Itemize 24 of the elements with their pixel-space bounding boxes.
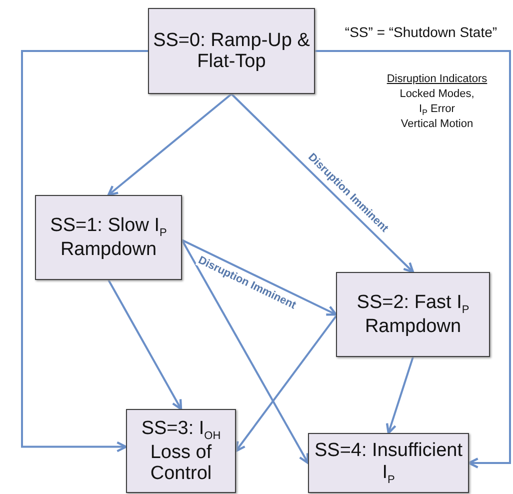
state-box xyxy=(126,409,236,493)
arrow xyxy=(386,356,414,434)
state-box xyxy=(308,433,469,493)
state-label: SS=3: I$_{OH}$ Loss of Control xyxy=(140,418,222,484)
state-box xyxy=(148,8,315,94)
arrow xyxy=(108,280,182,410)
state-label: SS=0: Ramp-Up & Flat-Top xyxy=(152,30,311,72)
indicator-text: I$_{P}$ Error xyxy=(419,103,455,118)
arrow xyxy=(107,93,232,196)
arrow xyxy=(234,316,337,452)
arrow xyxy=(21,50,148,452)
indicator-text: Locked Modes, xyxy=(400,88,474,100)
state-label: SS=2: Fast I$_{P}$ Rampdown xyxy=(356,292,470,338)
arrow xyxy=(230,93,414,274)
state-box xyxy=(35,195,182,280)
indicator-text: Vertical Motion xyxy=(400,118,474,130)
arrow xyxy=(315,50,511,468)
arrow xyxy=(181,240,310,464)
state-label: SS=1: Slow I$_{P}$ Rampdown xyxy=(49,214,168,260)
key-note: “SS” = “Shutdown State” xyxy=(344,24,498,40)
state-label: SS=4: Insufficient I$_{P}$ xyxy=(313,440,464,486)
state-box xyxy=(336,272,490,357)
arrow xyxy=(182,239,338,316)
legend-heading: Disruption Indicators xyxy=(386,73,488,85)
